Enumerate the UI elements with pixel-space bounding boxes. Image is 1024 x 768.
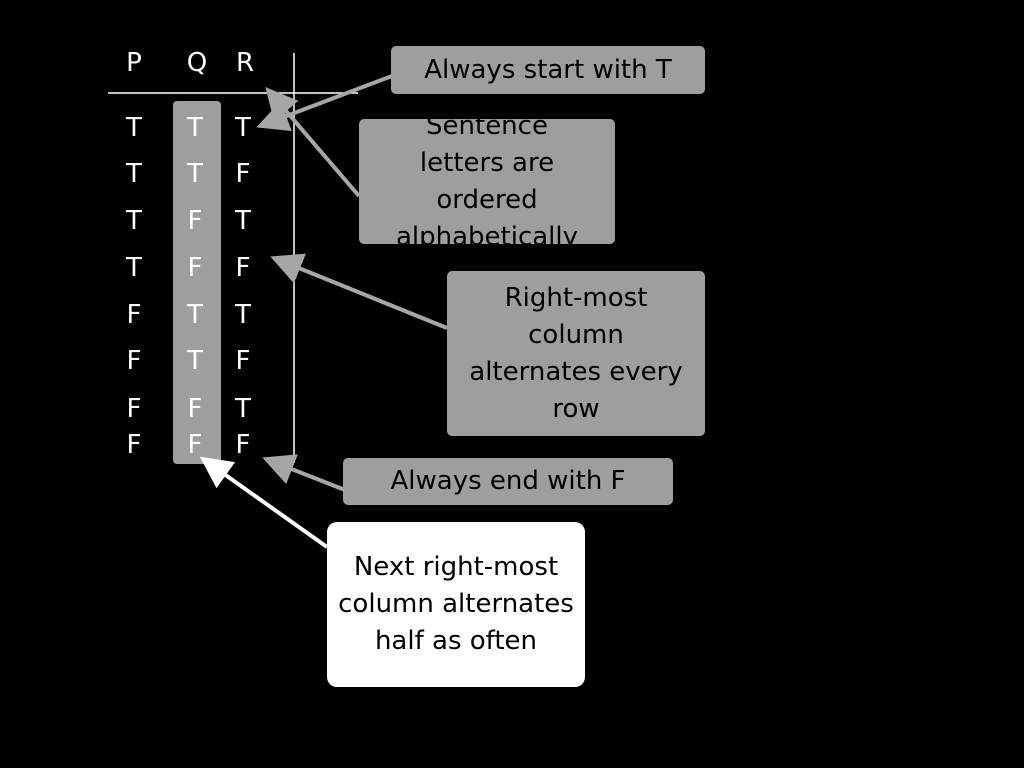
- row-2-q: T: [187, 159, 203, 189]
- callout-rightmost: Right-most column alternates every row: [447, 271, 705, 436]
- row-5-p: F: [126, 300, 142, 330]
- header-q: Q: [186, 48, 208, 78]
- row-6-q: T: [187, 346, 203, 376]
- row-3-p: T: [126, 206, 142, 236]
- row-1-r: T: [235, 113, 251, 143]
- row-8-r: F: [235, 430, 251, 460]
- row-2-r: F: [235, 159, 251, 189]
- row-1-q: T: [187, 113, 203, 143]
- row-7-r: T: [235, 394, 251, 424]
- arrow-rightmost: [270, 253, 448, 330]
- row-4-p: T: [126, 253, 142, 283]
- row-2-p: T: [126, 159, 142, 189]
- q-column-highlight: [173, 101, 221, 464]
- row-4-q: F: [187, 253, 203, 283]
- row-5-r: T: [235, 300, 251, 330]
- arrow-end: [262, 454, 346, 492]
- callout-ordered: Sentence letters are ordered alphabetica…: [359, 111, 615, 252]
- row-8-q: F: [187, 430, 203, 460]
- arrow-next: [199, 456, 329, 549]
- row-1-p: T: [126, 113, 142, 143]
- callout-end: Always end with F: [343, 458, 673, 505]
- header-p: P: [126, 48, 142, 78]
- arrow-ordered: [265, 86, 361, 198]
- callout-start: Always start with T: [391, 46, 705, 94]
- header-r: R: [235, 48, 255, 78]
- row-7-q: F: [187, 394, 203, 424]
- callout-next: Next right-most column alternates half a…: [327, 522, 585, 687]
- row-6-r: F: [235, 346, 251, 376]
- row-4-r: F: [235, 253, 251, 283]
- row-5-q: T: [187, 300, 203, 330]
- row-7-p: F: [126, 394, 142, 424]
- row-3-q: F: [187, 206, 203, 236]
- row-3-r: T: [235, 206, 251, 236]
- row-6-p: F: [126, 346, 142, 376]
- row-8-p: F: [126, 430, 142, 460]
